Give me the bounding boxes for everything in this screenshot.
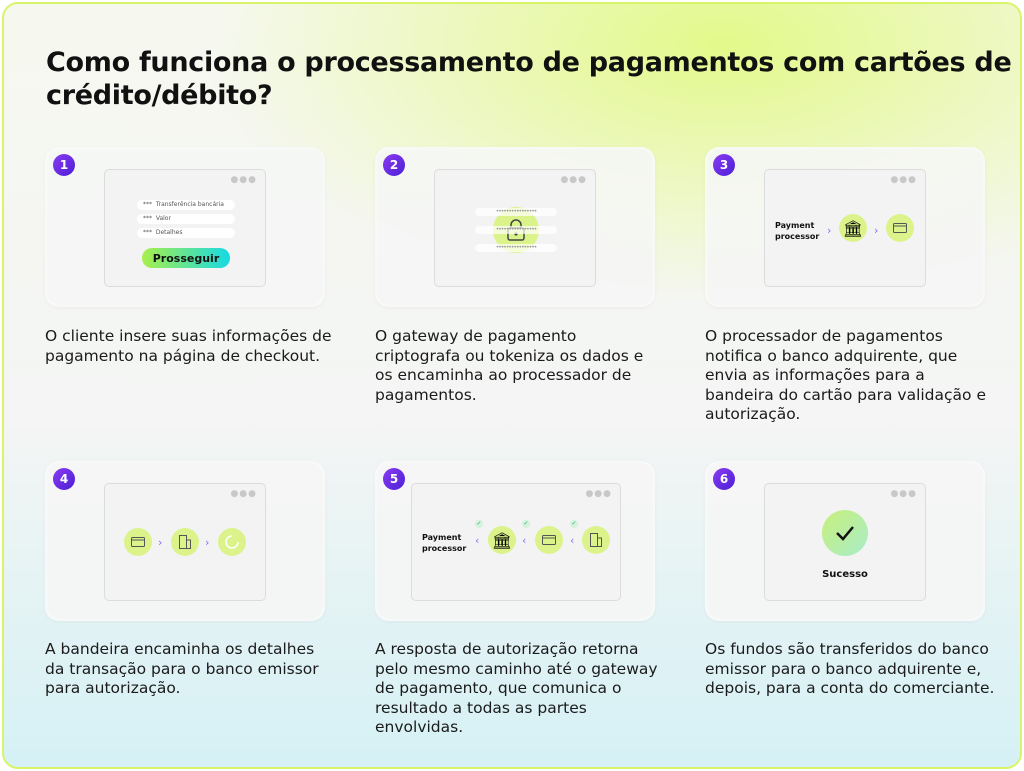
step-4-description: A bandeira encaminha os detalhes da tran… xyxy=(45,640,319,697)
bank-icon: 🏛 xyxy=(488,526,516,554)
window-dots-icon: ●●● xyxy=(230,489,257,499)
step-5-description: A resposta de autorização retorna pelo m… xyxy=(375,640,658,736)
window-dots-icon: ●●● xyxy=(890,175,917,185)
chevron-left-icon: ‹ xyxy=(570,534,575,547)
step-2-card: 2 ●●● •••••••••••••••• •••••••••••••••• … xyxy=(375,147,655,307)
response-window: ●●● Payment processor ‹ ✓ 🏛 ‹ ✓ ‹ ✓ xyxy=(411,483,621,601)
payment-processor-label: Payment processor xyxy=(422,533,467,553)
proceed-button: Prosseguir xyxy=(142,248,230,268)
step-number: 1 xyxy=(53,154,75,176)
check-circle-icon xyxy=(822,510,868,556)
step-number: 6 xyxy=(713,468,735,490)
step-6-card: 6 ●●● Sucesso xyxy=(705,461,985,621)
check-icon: ✓ xyxy=(475,520,483,528)
chevron-left-icon: ‹ xyxy=(475,534,480,547)
window-dots-icon: ●●● xyxy=(560,175,587,185)
card-icon xyxy=(124,528,152,556)
chevron-right-icon: › xyxy=(205,536,210,549)
window-dots-icon: ●●● xyxy=(890,489,917,499)
window-dots-icon: ●●● xyxy=(230,175,257,185)
success-label: Sucesso xyxy=(822,569,868,580)
step-2-description: O gateway de pagamento criptografa ou to… xyxy=(375,327,644,404)
step-number: 5 xyxy=(383,468,405,490)
step-3-description: O processador de pagamentos notifica o b… xyxy=(705,327,986,423)
masked-field: •••••••••••••••• xyxy=(475,244,557,252)
check-icon: ✓ xyxy=(522,520,530,528)
window-dots-icon: ●●● xyxy=(585,489,612,499)
step-1-description: O cliente insere suas informações de pag… xyxy=(45,327,332,365)
page-title: Como funciona o processamento de pagamen… xyxy=(46,47,1012,111)
loading-icon xyxy=(218,528,246,556)
chevron-right-icon: › xyxy=(874,224,879,237)
step-1-card: 1 ●●● *** Transferência bancária *** Val… xyxy=(45,147,325,307)
field-details: *** Detalhes xyxy=(137,228,235,238)
gateway-window: ●●● •••••••••••••••• •••••••••••••••• ••… xyxy=(434,169,596,287)
chevron-right-icon: › xyxy=(158,536,163,549)
step-4-card: 4 ●●● › › xyxy=(45,461,325,621)
payment-processor-label: Payment processor xyxy=(775,221,820,241)
chevron-right-icon: › xyxy=(827,224,832,237)
card-icon xyxy=(535,526,563,554)
building-icon xyxy=(582,526,610,554)
step-number: 2 xyxy=(383,154,405,176)
field-value: *** Valor xyxy=(137,214,235,224)
processor-window: ●●● Payment processor › 🏛 › xyxy=(764,169,926,287)
success-window: ●●● Sucesso xyxy=(764,483,926,601)
card-icon xyxy=(886,214,914,242)
masked-field: •••••••••••••••• xyxy=(475,208,557,216)
step-5-card: 5 ●●● Payment processor ‹ ✓ 🏛 ‹ ✓ ‹ ✓ xyxy=(375,461,655,621)
chevron-left-icon: ‹ xyxy=(522,534,527,547)
building-icon xyxy=(171,528,199,556)
bank-icon: 🏛 xyxy=(839,214,867,242)
masked-field: •••••••••••••••• xyxy=(475,226,557,234)
step-6-description: Os fundos são transferidos do banco emis… xyxy=(705,640,995,697)
checkout-window: ●●● *** Transferência bancária *** Valor… xyxy=(104,169,266,287)
step-number: 3 xyxy=(713,154,735,176)
step-number: 4 xyxy=(53,468,75,490)
field-transfer: *** Transferência bancária xyxy=(137,200,235,210)
step-3-card: 3 ●●● Payment processor › 🏛 › xyxy=(705,147,985,307)
network-window: ●●● › › xyxy=(104,483,266,601)
check-icon: ✓ xyxy=(570,520,578,528)
